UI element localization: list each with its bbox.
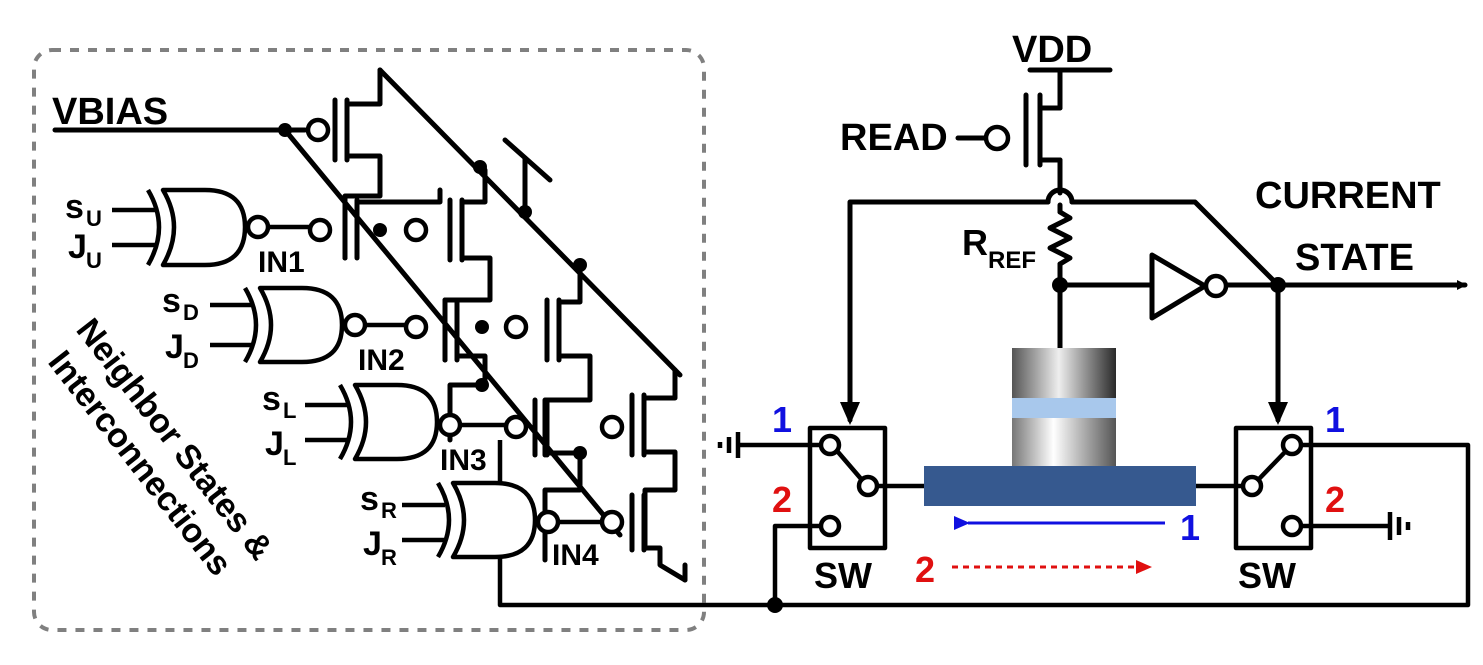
xnor-gate-2 xyxy=(210,285,406,365)
left-position-2-label: 2 xyxy=(772,479,792,520)
right-position-1-label: 1 xyxy=(1325,399,1345,440)
vdd-label: VDD xyxy=(1012,29,1092,71)
xnor-gate-4 xyxy=(402,440,775,608)
gate-2-s-label: s xyxy=(162,282,181,320)
gate-1-s-sub: U xyxy=(86,206,102,231)
left-switch-label: SW xyxy=(814,555,872,596)
current-state-label-1: CURRENT xyxy=(1255,175,1441,217)
read-label: READ xyxy=(840,117,948,159)
ladder-gate-bubbles xyxy=(305,117,625,535)
xnor-gate-1 xyxy=(112,187,310,268)
gate-2-j-sub: D xyxy=(183,348,199,373)
gate-4-s-label: s xyxy=(360,480,379,518)
neighbor-region-box xyxy=(32,48,706,632)
sense-node-junction xyxy=(1052,277,1068,293)
read-gate-bubble xyxy=(983,124,1011,152)
xnor-gate-3 xyxy=(305,382,506,462)
gate-input-labels: s U J U s D J D s L J L s R J R xyxy=(65,188,397,570)
left-switch-arrow xyxy=(840,402,860,425)
gate-2-j-label: J xyxy=(165,328,184,366)
gate-4-j-label: J xyxy=(363,525,382,563)
output-node-junction xyxy=(1270,277,1286,293)
gate-3-j-label: J xyxy=(265,425,284,463)
gate-1-j-sub: U xyxy=(86,248,102,273)
in3-label: IN3 xyxy=(440,444,487,477)
mtj-barrier xyxy=(1012,398,1116,418)
pmos-ladder xyxy=(52,67,688,583)
mtj-pinned-layer xyxy=(1012,418,1116,466)
mtj-free-layer xyxy=(1012,348,1116,398)
spin-orbit-track xyxy=(924,466,1196,506)
arrow-2-label: 2 xyxy=(915,549,935,590)
right-ground-icon xyxy=(1387,512,1411,540)
left-switch xyxy=(738,425,924,605)
gate-3-s-label: s xyxy=(262,380,281,418)
gate-3-s-sub: L xyxy=(283,398,296,423)
inverter-bubble xyxy=(1203,273,1229,299)
left-position-1-label: 1 xyxy=(772,399,792,440)
vbias-label: VBIAS xyxy=(52,91,168,133)
region-label: Neighbor States & Interconnections xyxy=(41,312,281,583)
bottom-bus-junction xyxy=(767,597,783,613)
gate-2-s-sub: D xyxy=(183,300,199,325)
right-position-2-label: 2 xyxy=(1325,479,1345,520)
read-circuit xyxy=(847,67,1468,423)
current-state-label-2: STATE xyxy=(1295,237,1414,279)
rref-sub-label: REF xyxy=(988,247,1036,274)
gate-1-s-label: s xyxy=(65,188,84,226)
in2-label: IN2 xyxy=(358,344,405,377)
rref-label: R xyxy=(962,222,988,263)
gate-3-j-sub: L xyxy=(283,445,296,470)
in4-label: IN4 xyxy=(552,539,599,572)
in1-label: IN1 xyxy=(258,246,305,279)
right-switch-label: SW xyxy=(1238,555,1296,596)
gate-4-j-sub: R xyxy=(381,545,397,570)
gate-1-j-label: J xyxy=(68,228,87,266)
arrow-1-label: 1 xyxy=(1180,507,1200,548)
gate-4-s-sub: R xyxy=(381,498,397,523)
ladder-junctions xyxy=(278,123,587,460)
right-switch-arrow xyxy=(1268,402,1288,425)
right-switch xyxy=(775,425,1471,608)
left-ground-icon xyxy=(717,432,741,458)
